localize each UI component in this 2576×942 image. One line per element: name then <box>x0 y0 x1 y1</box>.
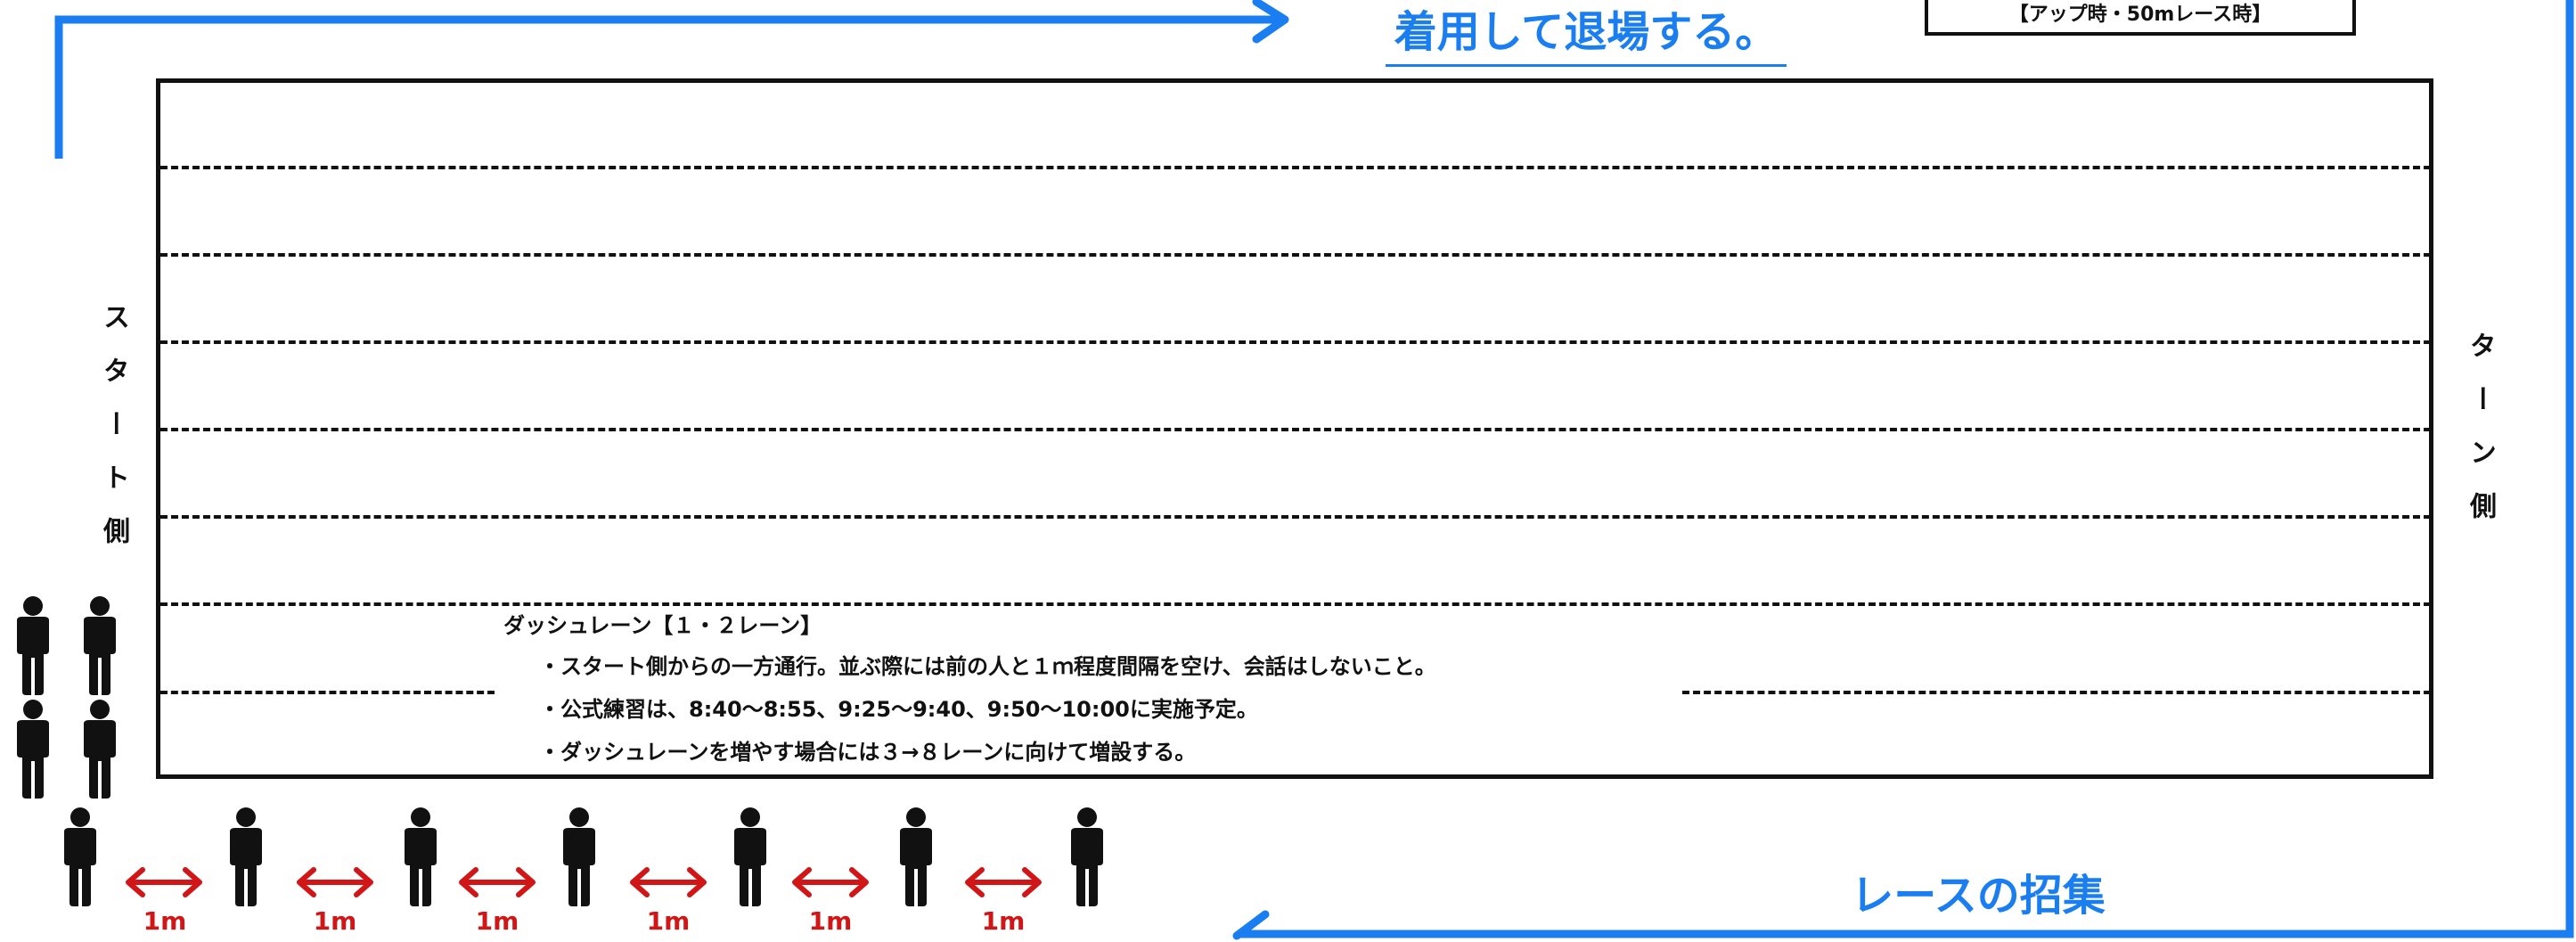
dash-lane-notes: ダッシュレーン【１・２レーン】 ・スタート側からの一方通行。並ぶ際には前の人と１… <box>503 606 1697 774</box>
exit-arrowhead <box>1252 0 1289 44</box>
left-right-arrow-icon <box>126 867 202 897</box>
left-right-arrow-icon <box>459 867 536 897</box>
left-right-arrow-icon <box>792 867 869 897</box>
note-box: 【アップ時・50mレース時】 <box>1925 0 2356 36</box>
left-right-arrow-icon <box>297 867 373 897</box>
lane-line <box>160 166 2431 169</box>
gap-label: 1m <box>808 906 853 936</box>
gap-label: 1m <box>143 906 187 936</box>
turn-side-label: ターン側 <box>2465 332 2496 545</box>
left-right-arrow-icon <box>630 867 707 897</box>
gap-label: 1m <box>313 906 357 936</box>
recruit-flow-arrow <box>1239 0 2574 938</box>
dash-lane-rule: ・公式練習は、8:40～8:55、9:25～9:40、9:50～10:00に実施… <box>539 697 1258 722</box>
lane-line <box>160 515 2431 519</box>
dash-lane-title: ダッシュレーン【１・２レーン】 <box>503 613 822 638</box>
gap-label: 1m <box>475 906 519 936</box>
lane-line <box>160 253 2431 257</box>
exit-instruction: 着用して退場する。 <box>1386 0 1787 67</box>
lane-line <box>160 428 2431 431</box>
exit-flow-arrow <box>54 15 1283 159</box>
gap-label: 1m <box>646 906 691 936</box>
lane-line-partial-left <box>160 691 495 694</box>
lane-line <box>160 340 2431 344</box>
left-right-arrow-icon <box>965 867 1042 897</box>
recruit-instruction: レースの招集 <box>1851 871 2106 921</box>
lane-line <box>160 602 2431 606</box>
gap-label: 1m <box>981 906 1026 936</box>
dash-lane-rule: ・ダッシュレーンを増やす場合には３→８レーンに向けて増設する。 <box>539 740 1197 765</box>
recruit-arrowhead <box>1232 910 1270 940</box>
dash-lane-rule: ・スタート側からの一方通行。並ぶ際には前の人と１ｍ程度間隔を空け、会話はしないこ… <box>539 654 1436 679</box>
start-side-label: スタート側 <box>98 303 129 570</box>
lane-line-partial-right <box>1682 691 2431 694</box>
